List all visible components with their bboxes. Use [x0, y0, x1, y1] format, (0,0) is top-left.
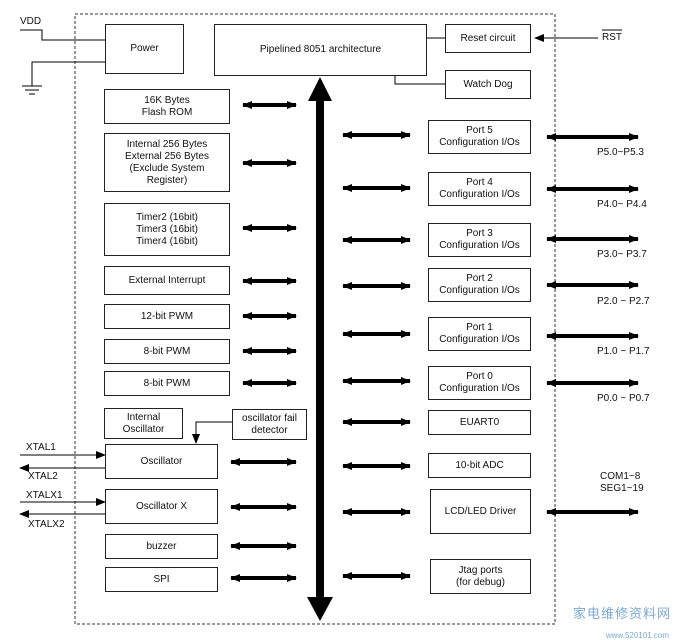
port0-block: Port 0 Configuration I/Os: [428, 366, 531, 400]
watermark-url: www.520101.com: [605, 631, 669, 640]
port1-pins-label: P1.0 ~ P1.7: [597, 346, 650, 357]
xtal2-label: XTAL2: [28, 471, 58, 482]
chip-boundary: [74, 13, 556, 625]
oscillator-block: Oscillator: [105, 444, 218, 479]
port3-pins-label: P3.0~ P3.7: [597, 249, 647, 260]
xtalx2-label: XTALX2: [28, 519, 65, 530]
pwm8b-block: 8-bit PWM: [104, 371, 230, 396]
port5-pins-label: P5.0~P5.3: [597, 147, 644, 158]
lcd-led-driver-block: LCD/LED Driver: [430, 489, 531, 534]
ram-block: Internal 256 Bytes External 256 Bytes (E…: [104, 133, 230, 192]
port3-block: Port 3 Configuration I/Os: [428, 223, 531, 257]
oscillator-x-block: Oscillator X: [105, 489, 218, 524]
adc-block: 10-bit ADC: [428, 453, 531, 478]
cpu-block: Pipelined 8051 architecture: [214, 24, 427, 76]
timers-block: Timer2 (16bit) Timer3 (16bit) Timer4 (16…: [104, 203, 230, 256]
port4-block: Port 4 Configuration I/Os: [428, 172, 531, 206]
cpu-to-watchdog: [394, 76, 445, 85]
oscillator-fail-detector-block: oscillator fail detector: [232, 409, 307, 440]
buzzer-block: buzzer: [105, 534, 218, 559]
jtag-block: Jtag ports (for debug): [430, 559, 531, 594]
right-bus-arrows: [342, 131, 411, 580]
flash-rom-block: 16K Bytes Flash ROM: [104, 89, 230, 124]
watermark-logo: 家电维修资料网: [572, 606, 671, 621]
rst-label: RST: [602, 32, 622, 43]
main-bus: [307, 77, 333, 621]
port-pin-arrows: [546, 133, 639, 516]
com-seg-label: COM1~8 SEG1~19: [600, 471, 644, 494]
xtal1-label: XTAL1: [26, 442, 56, 453]
left-bus-arrows: [230, 101, 297, 582]
port5-block: Port 5 Configuration I/Os: [428, 120, 531, 154]
power-block: Power: [105, 24, 184, 74]
port0-pins-label: P0.0 ~ P0.7: [597, 393, 650, 404]
pwm12-block: 12-bit PWM: [104, 304, 230, 329]
port2-pins-label: P2.0 ~ P2.7: [597, 296, 650, 307]
external-interrupt-block: External Interrupt: [104, 266, 230, 295]
xtal-lines: [19, 451, 106, 518]
reset-circuit-block: Reset circuit: [445, 24, 531, 53]
spi-block: SPI: [105, 567, 218, 592]
port2-block: Port 2 Configuration I/Os: [428, 268, 531, 302]
watchdog-block: Watch Dog: [445, 70, 531, 99]
port1-block: Port 1 Configuration I/Os: [428, 317, 531, 351]
vdd-line: [20, 29, 106, 95]
fail-detector-link: [192, 421, 232, 444]
euart-block: EUART0: [428, 410, 531, 435]
vdd-label: VDD: [20, 16, 42, 27]
pwm8a-block: 8-bit PWM: [104, 339, 230, 364]
internal-oscillator-block: Internal Oscillator: [104, 408, 183, 439]
port4-pins-label: P4.0~ P4.4: [597, 199, 647, 210]
xtalx1-label: XTALX1: [26, 490, 63, 501]
